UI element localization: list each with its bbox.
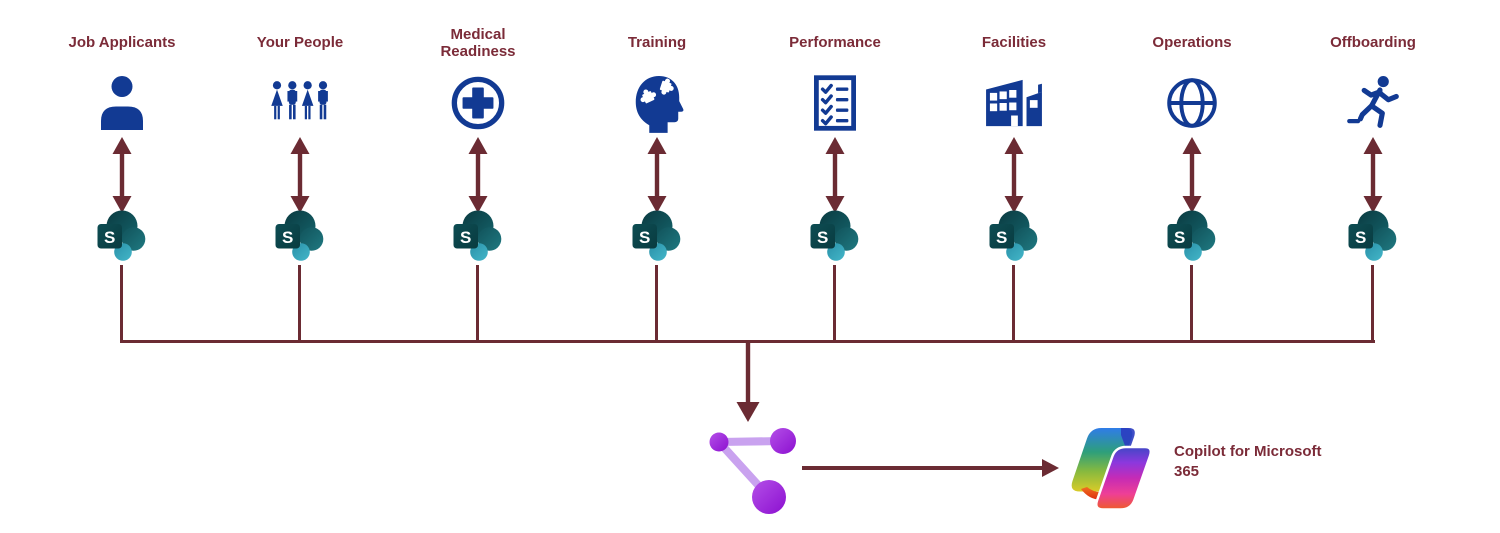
column-medical-readiness: Medical Readiness [398,0,558,345]
double-headed-arrow-icon [643,137,671,213]
column-label: Facilities [981,34,1047,52]
column-label: Training [627,34,687,52]
sharepoint-icon [630,209,684,265]
sharepoint-icon [1346,209,1400,265]
building-icon [934,72,1094,134]
connector-line [120,265,123,342]
column-label: Offboarding [1330,34,1416,52]
bus-line [120,340,1375,343]
sharepoint-icon [808,209,862,265]
sharepoint-icon [987,209,1041,265]
column-your-people: Your People [220,0,380,345]
down-arrow-icon [732,342,764,422]
connector-line [476,265,479,342]
medical-cross-icon [398,72,558,134]
sharepoint-icon [273,209,327,265]
sharepoint-icon [95,209,149,265]
right-arrow-icon [802,458,1060,478]
head-puzzle-icon [577,72,737,134]
sharepoint-icon [1165,209,1219,265]
double-headed-arrow-icon [286,137,314,213]
column-label: Your People [256,34,344,52]
double-headed-arrow-icon [464,137,492,213]
people-group-icon [220,72,380,134]
connector-line [1371,265,1374,342]
globe-icon [1112,72,1272,134]
column-label: Performance [789,34,881,52]
sharepoint-icon [451,209,505,265]
copilot-logo-icon [1063,423,1155,515]
column-offboarding: Offboarding [1293,0,1453,345]
column-training: Training [577,0,737,345]
double-headed-arrow-icon [1178,137,1206,213]
column-label: Job Applicants [68,34,176,52]
double-headed-arrow-icon [1000,137,1028,213]
double-headed-arrow-icon [1359,137,1387,213]
graph-share-icon [700,423,800,515]
column-job-applicants: Job Applicants [42,0,202,345]
double-headed-arrow-icon [821,137,849,213]
column-performance: Performance [755,0,915,345]
person-icon [42,72,202,134]
checklist-icon [755,72,915,134]
runner-icon [1293,72,1453,134]
column-facilities: Facilities [934,0,1094,345]
column-label: Operations [1152,34,1232,52]
connector-line [298,265,301,342]
copilot-label: Copilot for Microsoft 365 [1174,443,1322,480]
connector-line [1190,265,1193,342]
column-label: Medical Readiness [440,25,516,60]
connector-line [833,265,836,342]
double-headed-arrow-icon [108,137,136,213]
connector-line [655,265,658,342]
column-operations: Operations [1112,0,1272,345]
connector-line [1012,265,1015,342]
